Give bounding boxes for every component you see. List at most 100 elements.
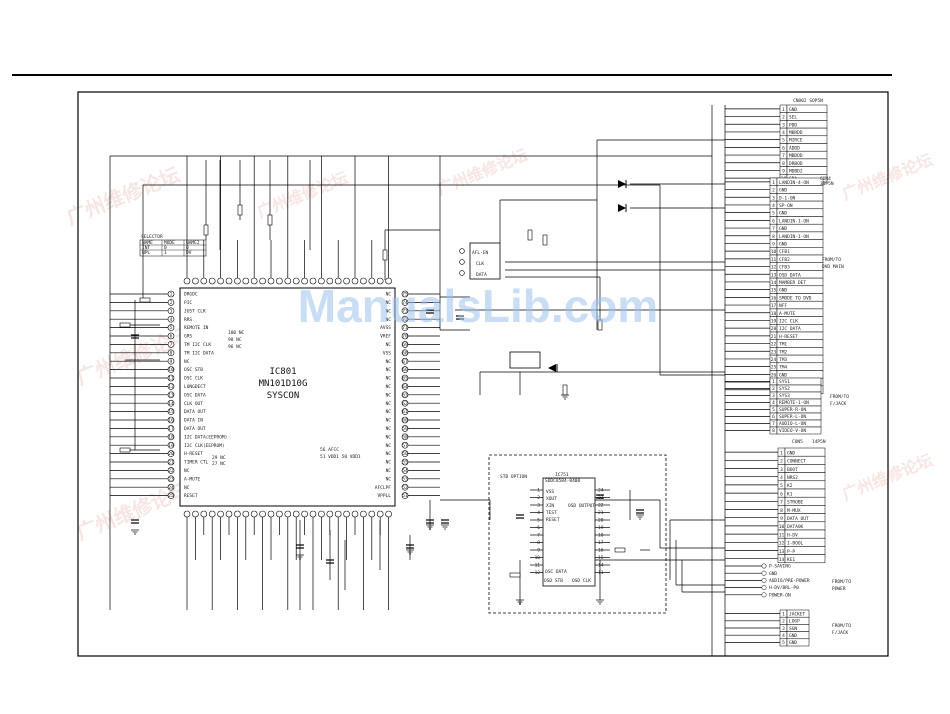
con4-pin-label: SP-ON [779, 203, 793, 209]
svg-text:广州维修论坛: 广州维修论坛 [73, 322, 193, 389]
con5-pin-label: I-BOOL [787, 541, 804, 547]
con4-pin-number: 13 [771, 272, 777, 278]
ic801-ref: IC801 [269, 367, 296, 377]
con4-pin-label: H-RESET [779, 334, 798, 340]
resistor [542, 234, 548, 246]
con5-pin-number: 1 [780, 450, 783, 456]
con4-pin-label: CFB1 [779, 249, 790, 255]
power-side-pin [761, 577, 767, 583]
ic801-pin-number: 12 [168, 384, 174, 390]
con4-pin-number: 12 [771, 265, 777, 271]
con4-pin-label: I2C DATA [779, 326, 801, 332]
con5-pin-label: H-DV [787, 532, 798, 538]
resistor [139, 297, 151, 303]
ic751-pin-number: 14 [598, 563, 604, 569]
ic801-pin-number: 4 [170, 317, 173, 323]
ic801-right-pin [401, 458, 409, 466]
ic801-left-pin-label: DRGDC [184, 292, 198, 298]
ic801-left-pin-label: CLK OUT [184, 401, 203, 407]
con5-pin-label: K2 [787, 483, 793, 489]
ic801-top-pin [259, 277, 266, 285]
svg-text:POWER: POWER [832, 586, 846, 592]
ic801-bottom-pins [183, 510, 392, 518]
resistor [203, 224, 209, 236]
ic801-left-pin-label: RESET [184, 493, 198, 499]
con5-pin-number: 9 [780, 516, 783, 522]
ic801-right-pin [401, 416, 409, 424]
ic801-pin-number: 8 [170, 350, 173, 356]
ic801-right-pin-label: NC [386, 317, 392, 323]
ic801-right-pin [401, 374, 409, 382]
fjack-bottom-pin-number: 5 [782, 640, 785, 646]
cn802-pin-label: ADDD [789, 145, 800, 151]
ic751-pin-number: 15 [598, 555, 604, 561]
ic751-pin-number: 1 [537, 488, 540, 494]
ic801-left-pin [167, 383, 175, 390]
svg-text:广州维修论坛: 广州维修论坛 [63, 162, 183, 229]
ic801-top-pin [326, 277, 334, 285]
ic801-right-pin-label: NC [386, 342, 392, 348]
ic801-top-pin [217, 277, 224, 285]
cn802-pin-number: 4 [782, 130, 785, 136]
con4-pin-number: 9 [772, 242, 775, 248]
svg-text:14P5N: 14P5N [812, 439, 826, 445]
resistor [382, 249, 388, 261]
con4-pin-number: 5 [772, 211, 775, 217]
svg-text:CON4: CON4 [820, 176, 831, 182]
ic801-right-pin-label: NC [386, 434, 392, 440]
svg-text:0: 0 [164, 245, 167, 251]
ic801-right-pin-label: NC [386, 308, 392, 314]
svg-text:F/JACK: F/JACK [832, 630, 849, 636]
ic801-top-pin [301, 277, 308, 285]
con4-pin-number: 14 [771, 280, 777, 286]
manualslib-watermark: ManualsLib.com [298, 280, 658, 332]
ic801-pin-number: 54 [402, 468, 408, 474]
svg-text:FROM/TO: FROM/TO [832, 579, 851, 585]
con4-pin-label: D-1-ON [779, 195, 796, 201]
wiring [109, 105, 780, 656]
ic801-left-pin [167, 324, 175, 331]
svg-text:DVD MAIN: DVD MAIN [822, 264, 844, 270]
ic801-top-pin [183, 277, 191, 285]
selector-table: SELECTOR NAME MODE NAME2 INT 0 0 NPL 1 D… [139, 234, 207, 257]
fjack-pin-label: REMOTE-1-ON [779, 400, 809, 406]
power-side-label: POWER-ON [769, 592, 791, 598]
ic801-top-pin [225, 277, 233, 285]
cn802-pin-label: SEL [789, 115, 797, 121]
con4-pin-label: GND [779, 211, 787, 217]
ic801-note-4: 29 NC [212, 455, 226, 461]
svg-text:SELECTOR: SELECTOR [141, 234, 163, 240]
ic801-left-pin-label: NC [184, 485, 190, 491]
con5-pin-number: 11 [779, 532, 785, 538]
ic801-right-pin-label: NC [386, 300, 392, 306]
con5-pin-number: 14 [779, 557, 785, 563]
con4-pin-number: 2 [772, 188, 775, 194]
con4-pin-label: TM1 [779, 342, 787, 348]
resistor [562, 384, 568, 396]
ic801-bottom-pin [200, 510, 208, 518]
ic801-bottom-pin [326, 510, 334, 518]
ic801-top-pin [343, 277, 350, 285]
svg-text:FROM/TO: FROM/TO [822, 257, 841, 263]
con5-pin-label: CONNECT [787, 459, 806, 465]
con4-pin-label: GND [779, 288, 787, 294]
ic801-top-pin [334, 277, 342, 285]
ic801-left-pin [167, 290, 175, 298]
cn802-pin-number: 1 [782, 107, 785, 113]
resistor [614, 547, 626, 553]
ic751-pin-number: 13 [598, 570, 604, 576]
svg-text:0: 0 [186, 245, 189, 251]
ic801-pin-number: 15 [168, 409, 174, 415]
ic801-right-pin-label: NC [386, 426, 392, 432]
ic801-top-pin [250, 277, 258, 285]
ic801-pin-number: 17 [168, 426, 174, 432]
ic801-pin-number: 70 [402, 334, 408, 340]
ic801-left-pin-label: REMOTE IN [184, 325, 209, 331]
svg-text:AFL-EN: AFL-EN [472, 250, 489, 256]
fjack-bottom-pin-label: GND [789, 640, 797, 646]
ic801-top-pin [360, 277, 367, 285]
svg-text:NAME: NAME [142, 240, 153, 246]
ic801-left-pin-label: RRS [184, 317, 192, 323]
